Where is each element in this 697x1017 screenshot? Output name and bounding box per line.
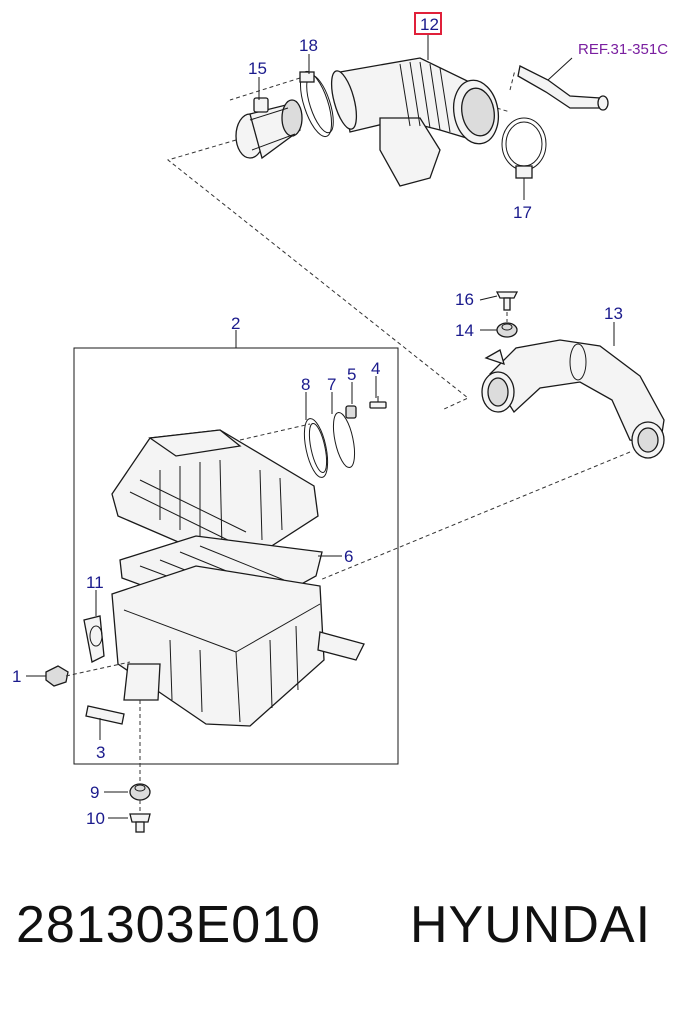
maf-sensor-part: [235, 97, 303, 160]
air-cleaner-body-part: [111, 565, 365, 727]
bolt-part: [129, 813, 151, 833]
callout-17: 17: [513, 203, 532, 222]
brand-name: HYUNDAI: [410, 896, 652, 954]
reference-hose-part: [517, 65, 609, 111]
flow-line-duct-to-box: [319, 451, 631, 581]
gasket-part: [303, 418, 329, 478]
flow-line-12-to-ref: [509, 69, 516, 91]
callout-8: 8: [301, 375, 310, 394]
callout-1: 1: [12, 667, 21, 686]
callout-14: 14: [455, 321, 474, 340]
screw-part: [369, 396, 387, 409]
callout-3: 3: [96, 743, 105, 762]
air-duct-part: [481, 339, 665, 459]
air-cleaner-cover-part: [111, 429, 319, 561]
intake-hose-part: [330, 57, 500, 187]
callout-5: 5: [347, 365, 356, 384]
flow-line-maf-to-duct: [166, 139, 469, 411]
grommet-part: [129, 783, 151, 801]
flow-line-1-to-body: [65, 661, 131, 677]
callout-7: 7: [327, 375, 336, 394]
seal-part: [332, 412, 356, 468]
callout-13: 13: [604, 304, 623, 323]
bolt-part: [345, 405, 357, 419]
bracket-part: [83, 615, 105, 663]
flow-line-18-to-15: [229, 77, 301, 101]
part-number: 281303E010: [16, 896, 321, 954]
nut-part: [45, 665, 69, 687]
callout-12: 12: [420, 15, 439, 34]
callout-16: 16: [455, 290, 474, 309]
callout-11: 11: [86, 573, 104, 592]
pad-part: [85, 705, 125, 725]
callout-2: 2: [231, 314, 240, 333]
flow-line-cover-to-gasket: [239, 423, 311, 441]
clamp-part: [501, 117, 547, 179]
grommet-part: [496, 322, 518, 338]
callout-6: 6: [344, 547, 353, 566]
footer: 281303E010 HYUNDAI: [0, 895, 697, 985]
callout-4: 4: [371, 359, 380, 378]
callout-9: 9: [90, 783, 99, 802]
highlight-box: [414, 12, 442, 35]
callout-10: 10: [86, 809, 105, 828]
callout-15: 15: [248, 59, 267, 78]
parts-diagram: REF.31-351C 12 18 15 17 2 4 5 7 8 6 11 1…: [12, 12, 668, 833]
reference-label: REF.31-351C: [578, 41, 668, 58]
bolt-part: [495, 291, 519, 311]
clamp-part: [299, 70, 334, 138]
leader-lines: [26, 34, 615, 819]
callout-18: 18: [299, 36, 318, 55]
